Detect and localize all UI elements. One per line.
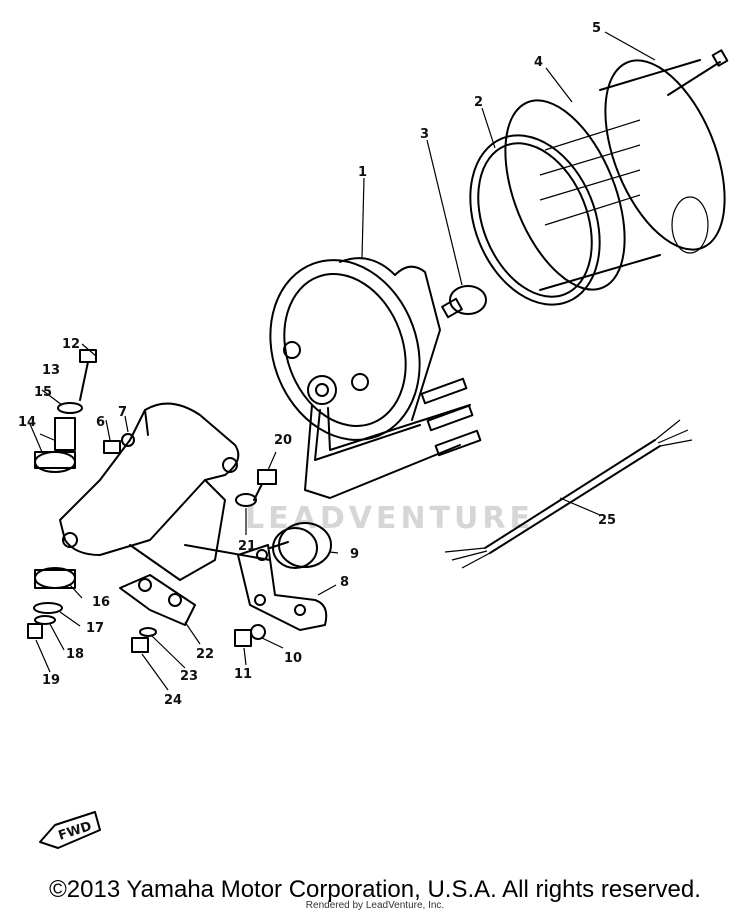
callout-22: 22	[196, 647, 214, 662]
part-9-reflector	[269, 522, 332, 569]
callout-5: 5	[592, 21, 601, 36]
callout-18: 18	[66, 647, 84, 662]
callout-21: 21	[238, 539, 256, 554]
part-2-gasket	[469, 134, 601, 306]
part-3-bulb	[441, 285, 487, 319]
part-12-15-damper-stack	[34, 349, 97, 473]
part-5-screw	[667, 49, 729, 96]
callout-10: 10	[284, 651, 302, 666]
part-16-19-lower-stack	[27, 567, 76, 639]
callout-1: 1	[358, 165, 367, 180]
part-4-lens	[504, 59, 726, 291]
mounting-bracket	[59, 402, 271, 581]
callout-13: 13	[42, 363, 60, 378]
part-25-wire-lead	[444, 419, 693, 569]
callout-7: 7	[118, 405, 127, 420]
part-8-plate-bracket	[237, 544, 328, 631]
callout-11: 11	[234, 667, 252, 682]
callout-16: 16	[92, 595, 110, 610]
callout-14: 14	[18, 415, 36, 430]
callout-15: 15	[34, 385, 52, 400]
fwd-arrow-icon: FWD	[39, 811, 101, 849]
body-wires	[304, 377, 482, 499]
part-22-24-plate-nut	[119, 574, 196, 653]
callout-12: 12	[62, 337, 80, 352]
callout-17: 17	[86, 621, 104, 636]
part-10-11-nut-washer	[234, 624, 266, 647]
callout-23: 23	[180, 669, 198, 684]
callout-25: 25	[598, 513, 616, 528]
part-20-21-bolt-washer	[235, 469, 277, 507]
callout-20: 20	[274, 433, 292, 448]
callout-6: 6	[96, 415, 105, 430]
leader-lines	[29, 31, 656, 691]
part-1-taillight-body	[269, 257, 441, 441]
callout-19: 19	[42, 673, 60, 688]
callout-8: 8	[340, 575, 349, 590]
callout-9: 9	[350, 547, 359, 562]
part-6-7-bolt-washer	[103, 433, 135, 454]
exploded-parts-diagram: LEADVENTURE	[18, 21, 729, 849]
callout-labels: 1 2 3 4 5 6 7 8 9 10 11 12 13 14 15 16 1…	[18, 21, 616, 708]
rendered-by-text: Rendered by LeadVenture, Inc.	[305, 900, 445, 911]
copyright-footer: ©2013 Yamaha Motor Corporation, U.S.A. A…	[49, 876, 701, 903]
callout-2: 2	[474, 95, 483, 110]
callout-24: 24	[164, 693, 182, 708]
callout-4: 4	[534, 55, 543, 70]
watermark: LEADVENTURE	[245, 501, 534, 536]
callout-3: 3	[420, 127, 429, 142]
